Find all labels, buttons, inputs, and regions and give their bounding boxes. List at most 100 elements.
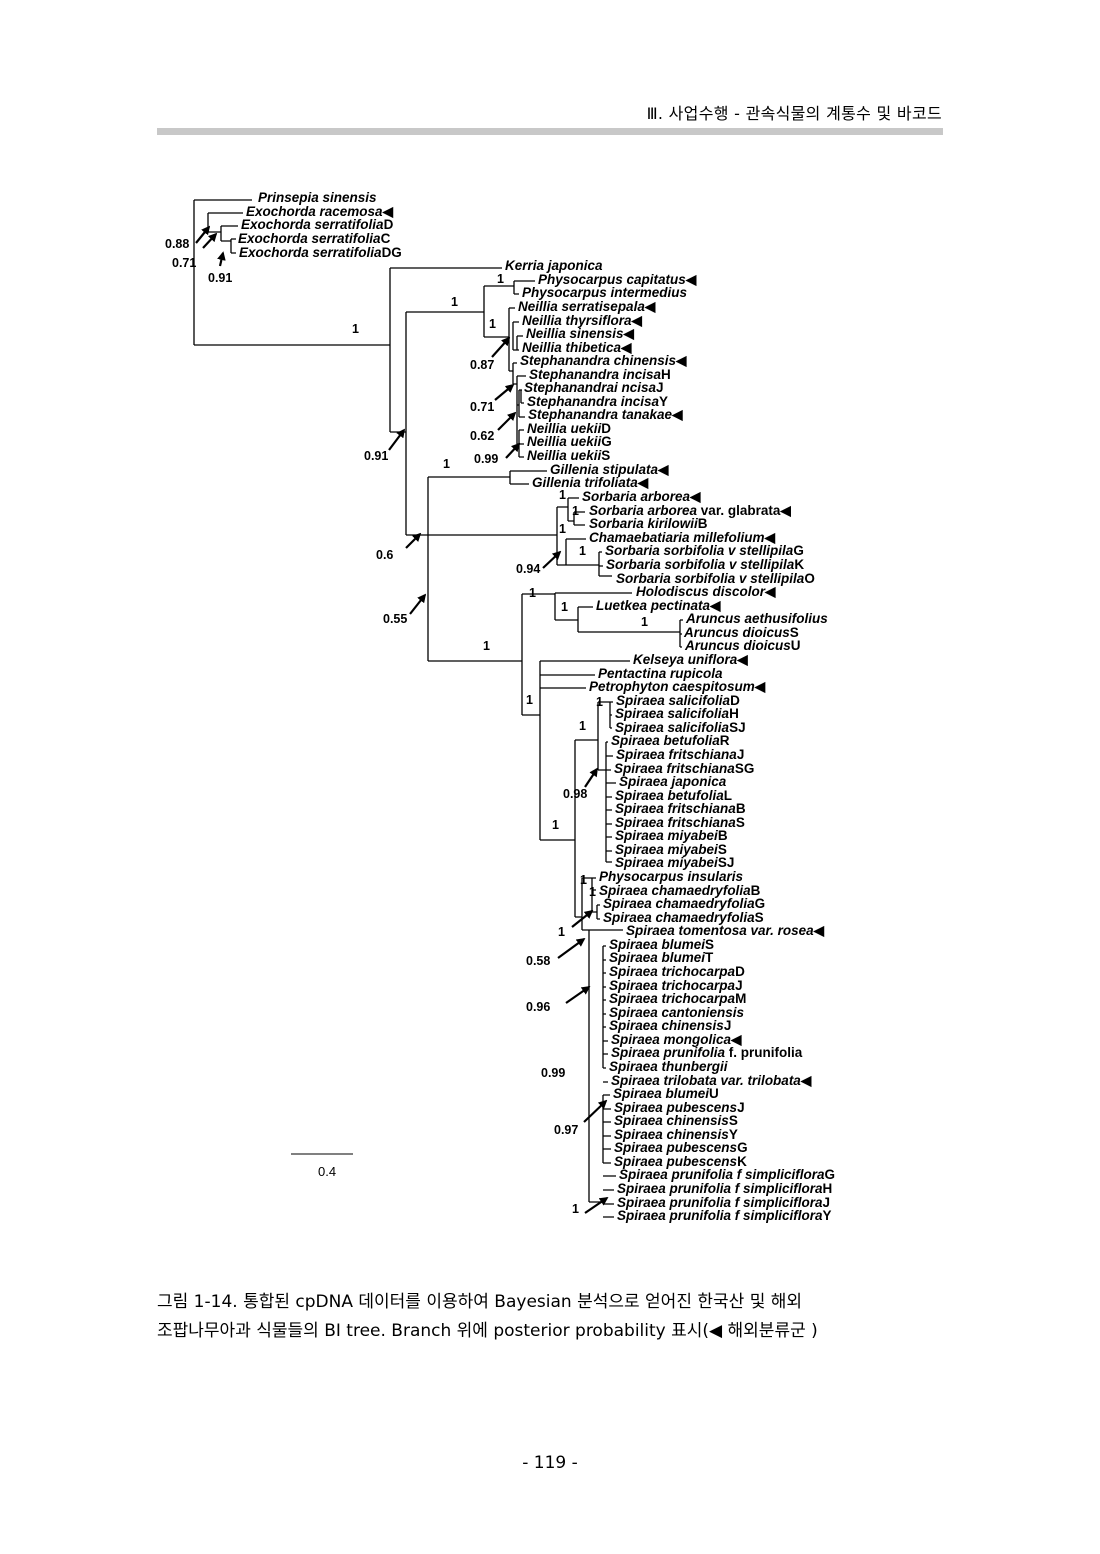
posterior-probability: 1: [589, 885, 596, 899]
taxon-name: Physocarpus intermedius: [522, 285, 688, 300]
taxon-label: Spiraea salicifoliaSJ: [615, 720, 746, 735]
taxon-label: Pentactina rupicola: [598, 666, 723, 681]
foreign-taxon-marker: ◀: [644, 299, 656, 314]
taxon-label: Stephanandra incisaY: [527, 394, 668, 409]
foreign-taxon-marker: ◀: [382, 204, 394, 219]
taxon-label: Stephanandra chinensis◀: [520, 353, 687, 368]
taxon-suffix: B: [698, 516, 708, 531]
posterior-probability: 1: [561, 600, 568, 614]
foreign-taxon-marker: ◀: [764, 584, 776, 599]
posterior-probability: 0.62: [470, 429, 494, 443]
posterior-probability: 0.98: [563, 787, 587, 801]
taxon-suffix: H: [729, 706, 739, 721]
foreign-taxon-marker: ◀: [800, 1073, 812, 1088]
posterior-probability: 1: [641, 615, 648, 629]
taxon-label: Spiraea cantoniensis: [609, 1005, 745, 1020]
taxon-label: Gillenia trifoliata◀: [532, 475, 649, 490]
foreign-taxon-marker: ◀: [813, 923, 825, 938]
taxon-suffix: U: [791, 638, 801, 653]
taxon-label: Aruncus dioicusS: [683, 625, 799, 640]
taxon-name: Spiraea cantoniensis: [609, 1005, 745, 1020]
taxon-name: Kelseya uniflora: [633, 652, 738, 667]
taxon-suffix: D: [384, 217, 394, 232]
taxon-name: Pentactina rupicola: [598, 666, 723, 681]
taxon-label: Exochorda serratifoliaD: [241, 217, 394, 232]
taxon-label: Neillia thyrsiflora◀: [522, 313, 643, 328]
taxon-label: Kelseya uniflora◀: [633, 652, 748, 667]
taxon-label: Spiraea miyabeiSJ: [615, 855, 734, 870]
taxon-suffix: DG: [382, 245, 402, 260]
taxon-name: Neillia thibetica: [522, 340, 622, 355]
taxon-label: Sorbaria arborea var. glabrata◀: [589, 503, 791, 518]
taxon-name: Spiraea chinensis: [609, 1018, 724, 1033]
section-header: Ⅲ. 사업수행 - 관속식물의 계통수 및 바코드: [646, 104, 942, 123]
foreign-taxon-marker: ◀: [709, 598, 721, 613]
taxon-label: Spiraea tomentosa var. rosea◀: [626, 923, 825, 938]
taxon-label: Physocarpus insularis: [599, 869, 744, 884]
taxon-name: Sorbaria arborea: [582, 489, 691, 504]
taxon-label: Spiraea prunifolia f. prunifolia: [611, 1045, 803, 1060]
taxon-suffix: J: [724, 1018, 732, 1033]
taxon-name: Spiraea miyabei: [615, 828, 718, 843]
foreign-taxon-marker: ◀: [631, 313, 643, 328]
taxon-label: Spiraea prunifolia f simplicifloraJ: [617, 1195, 830, 1210]
taxon-name: Physocarpus insularis: [599, 869, 744, 884]
taxon-name: Aruncus dioicus: [684, 638, 791, 653]
taxon-suffix: S: [736, 815, 745, 830]
taxon-suffix: H: [823, 1181, 833, 1196]
taxon-label: Physocarpus intermedius: [522, 285, 688, 300]
taxon-label: Spiraea fritschianaSG: [614, 761, 754, 776]
posterior-probability: 0.71: [172, 256, 196, 270]
taxon-name: Spiraea japonica: [619, 774, 727, 789]
taxon-label: Spiraea japonica: [619, 774, 727, 789]
taxon-name: Spiraea trilobata var. trilobata: [611, 1073, 801, 1088]
taxon-suffix: C: [381, 231, 391, 246]
foreign-taxon-marker: ◀: [754, 679, 766, 694]
taxon-suffix: R: [720, 733, 730, 748]
taxon-name: Spiraea chamaedryfolia: [599, 883, 751, 898]
taxon-label: Spiraea trichocarpaD: [609, 964, 745, 979]
taxon-label: Physocarpus capitatus◀: [538, 272, 697, 287]
taxon-suffix: J: [823, 1195, 831, 1210]
taxon-label: Neillia uekiiS: [527, 448, 610, 463]
taxon-name: Spiraea chinensis: [614, 1113, 729, 1128]
scale-bar-label: 0.4: [318, 1164, 336, 1179]
posterior-probability: 1: [580, 873, 587, 887]
taxon-name: Kerria japonica: [505, 258, 603, 273]
taxon-label: Stephanandra tanakae◀: [528, 407, 683, 422]
taxon-suffix: G: [825, 1167, 836, 1182]
support-values: 0.880.710.9111110.870.710.620.990.911111…: [165, 237, 648, 1216]
taxon-label: Spiraea blumeiS: [609, 937, 714, 952]
taxon-label: Spiraea fritschianaS: [615, 815, 745, 830]
taxon-suffix: B: [718, 828, 728, 843]
posterior-probability: 1: [443, 457, 450, 471]
taxon-label: Spiraea betufoliaL: [615, 788, 732, 803]
posterior-probability: 1: [559, 488, 566, 502]
taxon-label: Spiraea prunifolia f simplicifloraY: [617, 1208, 832, 1223]
taxon-name: Exochorda racemosa: [246, 204, 383, 219]
taxon-label: Neillia sinensis◀: [526, 326, 635, 341]
taxon-suffix: var. glabrata: [697, 503, 781, 518]
taxon-name: Prinsepia sinensis: [258, 190, 377, 205]
taxon-name: Spiraea betufolia: [615, 788, 724, 803]
taxon-name: Spiraea miyabei: [615, 842, 718, 857]
taxon-suffix: M: [735, 991, 746, 1006]
taxon-name: Stephanandra tanakae: [528, 407, 673, 422]
taxon-suffix: D: [735, 964, 745, 979]
posterior-probability: 1: [352, 322, 359, 336]
taxon-name: Neillia serratisepala: [518, 299, 645, 314]
foreign-taxon-marker: ◀: [736, 652, 748, 667]
taxon-suffix: J: [656, 380, 664, 395]
taxon-suffix: S: [705, 937, 714, 952]
taxon-suffix: K: [794, 557, 804, 572]
taxon-label: Aruncus dioicusU: [684, 638, 801, 653]
taxon-label: Spiraea chinensisJ: [609, 1018, 731, 1033]
taxon-label: Spiraea salicifoliaD: [616, 693, 740, 708]
taxon-name: Stephanandrai ncisa: [524, 380, 657, 395]
taxon-name: Spiraea blumei: [613, 1086, 709, 1101]
taxon-label: Neillia thibetica◀: [522, 340, 632, 355]
posterior-probability: 0.71: [470, 400, 494, 414]
taxon-label: Spiraea chamaedryfoliaG: [603, 896, 765, 911]
taxon-suffix: SG: [735, 761, 755, 776]
